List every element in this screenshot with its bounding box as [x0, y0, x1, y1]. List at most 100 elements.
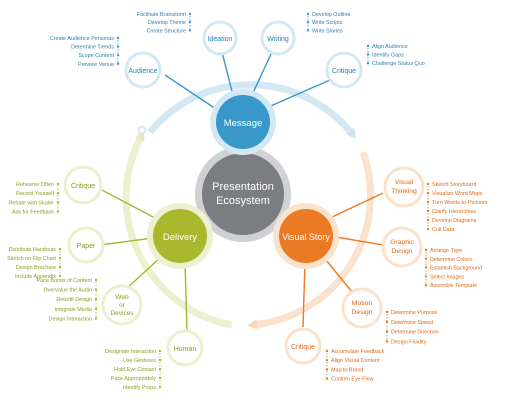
item-bullet — [56, 210, 60, 213]
item-bullet — [94, 307, 98, 310]
list-item: Confirm Eye Flow — [331, 377, 374, 383]
cycle-arc-orange — [247, 150, 374, 330]
hub-delivery: Delivery — [147, 203, 213, 269]
list-item: Determine Purpose — [391, 310, 437, 316]
node-writing-label: Writing — [267, 36, 289, 43]
item-bullet — [385, 320, 389, 323]
item-bullet — [426, 218, 430, 222]
item-bullet — [325, 368, 329, 371]
cycle-arc-blue — [147, 81, 357, 139]
node-critique-delivery: Critique — [63, 165, 103, 205]
list-item: Visualize Word Maps — [432, 191, 483, 197]
node-visual-thinking-label-line1: Visual — [395, 179, 414, 186]
item-bullet — [116, 54, 120, 57]
item-bullet — [158, 349, 162, 353]
cycle-start-dot — [137, 125, 147, 135]
node-ideation-label: Ideation — [208, 36, 233, 43]
node-graphic-design: Graphic Design — [381, 226, 423, 268]
list-item: Use Gestures — [123, 358, 156, 364]
list-item: Create Structure — [146, 28, 186, 34]
node-ideation: Ideation — [202, 20, 238, 56]
item-bullet — [58, 265, 62, 269]
list-item: Design Brochure — [16, 265, 56, 271]
hub-message-label: Message — [224, 118, 263, 129]
item-bullet — [306, 29, 310, 32]
node-web-label-line1: Web — [115, 294, 129, 301]
item-bullet — [158, 367, 162, 371]
node-web-label-line2: or — [119, 302, 126, 309]
item-bullet — [158, 358, 162, 362]
list-item: Align Visual Content — [331, 358, 380, 364]
list-item: Record Yourself — [16, 191, 55, 197]
list-item: Pace Appropriately — [111, 376, 157, 382]
item-bullet — [366, 62, 370, 65]
node-visual-thinking-label-line2: Thinking — [391, 188, 417, 195]
node-critique-visual-label: Critique — [291, 344, 315, 351]
list-item: Assemble Template — [430, 283, 477, 289]
list-item: Select Images — [430, 274, 464, 280]
list-item: Pace Bursts of Content — [37, 278, 93, 284]
node-graphic-design-label-line2: Design — [391, 248, 412, 255]
item-bullet — [424, 248, 428, 252]
item-bullet — [424, 284, 428, 287]
list-item: Determine Direction — [391, 330, 439, 336]
list-item: Facilitate Brainstorm — [137, 12, 187, 18]
node-writing: Writing — [260, 20, 296, 56]
list-item: Preview Venue — [78, 62, 114, 68]
list-item: Sketch Storyboard — [432, 182, 476, 188]
list-item: Determine Trends — [71, 45, 114, 51]
node-paper-label: Paper — [77, 243, 96, 250]
list-item: Write Scripts — [312, 20, 343, 26]
node-web-label-line3: Devices — [110, 310, 134, 317]
node-critique-message-label: Critique — [332, 68, 356, 75]
hub-visual-story-label: Visual Story — [282, 232, 330, 242]
item-bullet — [426, 182, 430, 186]
item-bullet — [56, 182, 60, 186]
list-item: Align Audience — [372, 44, 408, 50]
list-item: Develop Diagrams — [432, 218, 477, 224]
item-bullet — [385, 310, 389, 314]
node-motion-design-label-line2: Design — [351, 309, 372, 316]
list-item: Determine Speed — [391, 320, 433, 326]
node-critique-message: Critique — [325, 51, 363, 89]
cycle-arrows — [122, 81, 374, 330]
center-label-line2: Ecosystem — [216, 195, 270, 207]
node-audience-label: Audience — [128, 68, 157, 75]
item-bullet — [426, 209, 430, 213]
node-critique-delivery-label: Critique — [71, 183, 95, 190]
item-bullet — [188, 29, 192, 32]
item-bullet — [94, 317, 98, 320]
item-bullet — [426, 191, 430, 195]
cycle-arc-green — [122, 130, 233, 329]
item-bullet — [116, 36, 120, 40]
list-item: Arrange Type — [430, 248, 462, 254]
node-human-label: Human — [174, 346, 197, 353]
list-item: Determine Colors — [430, 257, 472, 263]
node-web-devices: Web or Devices — [101, 284, 143, 326]
item-bullet — [188, 12, 192, 16]
item-bullet — [424, 266, 428, 269]
list-item: Design Fluidity — [391, 339, 427, 345]
item-bullet — [385, 340, 389, 343]
item-bullet — [94, 278, 98, 282]
center-circle — [202, 153, 284, 235]
list-item: Retrofit Design — [56, 297, 92, 303]
node-paper: Paper — [67, 226, 105, 264]
node-graphic-design-label-line1: Graphic — [390, 239, 414, 246]
item-bullet — [158, 376, 162, 380]
list-item: Develop Theme — [148, 20, 186, 26]
item-bullet — [116, 45, 120, 48]
item-bullet — [188, 21, 192, 24]
list-item: Map to Brand — [331, 367, 363, 373]
list-item: Create Audience Personas — [50, 36, 114, 42]
